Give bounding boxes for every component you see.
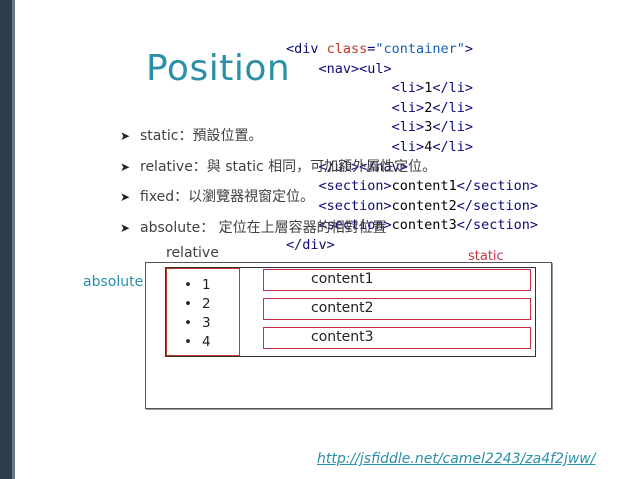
arrow-bullet-icon: ➤ [120, 190, 131, 204]
code-line: <li>1</li> [391, 80, 473, 97]
code-line: <section>content2</section> [318, 197, 538, 214]
code-line: <nav><ul> [318, 60, 392, 77]
jsfiddle-link[interactable]: http://jsfiddle.net/camel2243/za4f2jww/ [317, 451, 596, 467]
code-sample: <div class="container"> <nav><ul> <li>1<… [286, 40, 538, 256]
slide-title: Position [146, 48, 291, 89]
demo-nav-absolute [166, 268, 240, 356]
arrow-bullet-icon: ➤ [120, 221, 131, 235]
demo-list-item-2: •2 [184, 296, 211, 312]
code-line: <section>content1</section> [318, 178, 538, 195]
bullet-fixed: ➤fixed：以瀏覽器視窗定位。 [120, 189, 315, 205]
arrow-bullet-icon: ➤ [120, 129, 131, 143]
code-line: </ul></nav> [318, 158, 408, 175]
code-line: <li>4</li> [391, 138, 473, 155]
code-line: </div> [286, 236, 335, 253]
demo-list-item-3: •3 [184, 315, 211, 331]
demo-section-3: content3 [263, 327, 531, 349]
code-line: <li>2</li> [391, 99, 473, 116]
label-absolute: absolute [83, 274, 144, 290]
bullet-absolute: ➤absolute： 定位在上層容器的相對位置 [120, 220, 387, 236]
arrow-bullet-icon: ➤ [120, 160, 131, 174]
bullet-relative: ➤relative：與 static 相同，可加額外屬性定位。 [120, 159, 437, 175]
demo-list-item-1: •1 [184, 277, 211, 293]
slide-left-bar [0, 0, 12, 479]
bullet-static: ➤static：預設位置。 [120, 128, 263, 144]
label-static: static [468, 249, 504, 264]
code-line: <li>3</li> [391, 119, 473, 136]
code-line: <div class="container"> [286, 41, 473, 57]
slide-left-bar-line [12, 0, 15, 479]
demo-list-item-4: •4 [184, 334, 211, 350]
code-line: <section>content3</section> [318, 217, 538, 234]
demo-section-1: content1 [263, 269, 531, 291]
demo-section-2: content2 [263, 298, 531, 320]
label-relative: relative [166, 245, 219, 261]
